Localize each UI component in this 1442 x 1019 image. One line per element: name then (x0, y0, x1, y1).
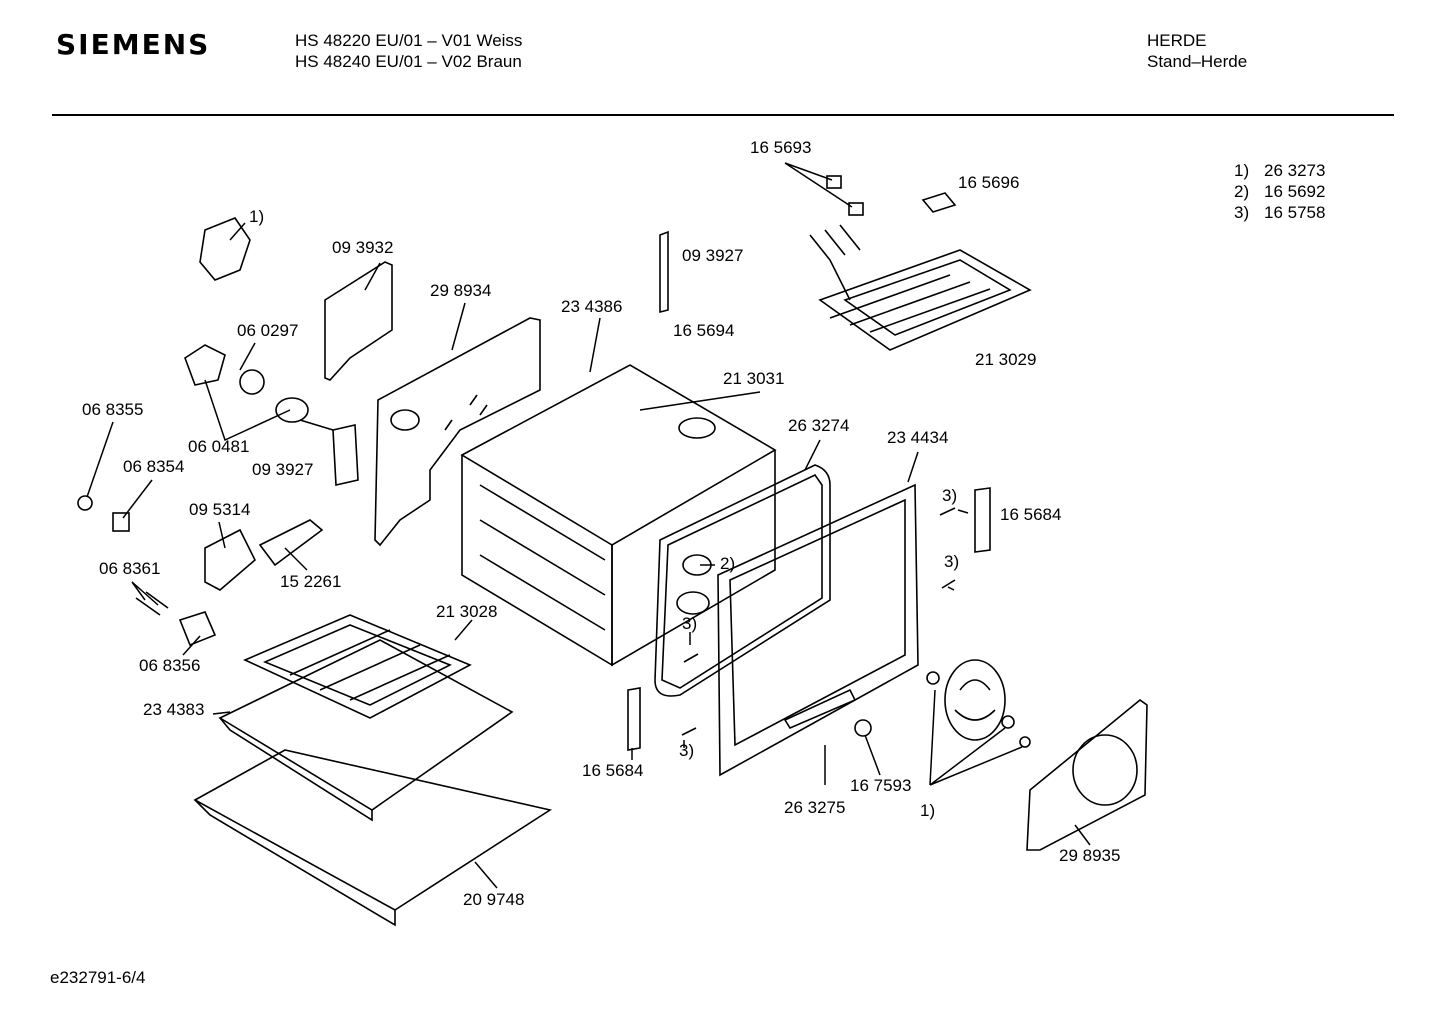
label-06-8354: 06 8354 (123, 457, 184, 476)
model-line-2: HS 48240 EU/01 – V02 Braun (295, 52, 522, 71)
label-06-0481: 06 0481 (188, 437, 249, 456)
leader-lines (86, 162, 1091, 889)
small-screws (77, 495, 1031, 748)
part-labels: 16 5693 16 5696 1) 09 3932 09 3927 29 89… (82, 138, 1120, 909)
label-ref-1-bottom: 1) (920, 801, 935, 820)
label-23-4386: 23 4386 (561, 297, 622, 316)
label-16-5694: 16 5694 (673, 321, 734, 340)
label-ref-3-a: 3) (942, 486, 957, 505)
label-ref-3-c: 3) (682, 614, 697, 633)
label-29-8935: 29 8935 (1059, 846, 1120, 865)
lower-heating-element (243, 614, 472, 719)
terminal-block (178, 519, 324, 647)
legend-key: 1) (1234, 161, 1250, 180)
model-line-1: HS 48220 EU/01 – V01 Weiss (295, 31, 523, 50)
category-title: HERDE (1147, 31, 1207, 50)
insulation-tray (218, 639, 514, 822)
brand-logo: SIEMENS (56, 28, 211, 61)
label-09-5314: 09 5314 (189, 500, 250, 519)
label-29-8934: 29 8934 (430, 281, 491, 300)
label-09-3927-top: 09 3927 (682, 246, 743, 265)
label-06-0297: 06 0297 (237, 321, 298, 340)
label-06-8356: 06 8356 (139, 656, 200, 675)
label-21-3028: 21 3028 (436, 602, 497, 621)
label-20-9748: 20 9748 (463, 890, 524, 909)
category-subtitle: Stand–Herde (1147, 52, 1248, 71)
header-divider (52, 114, 1394, 116)
legend-part: 16 5758 (1264, 203, 1326, 222)
back-panel (374, 317, 541, 547)
door-seal (654, 464, 831, 697)
drawing-id: e232791-6/4 (50, 968, 146, 987)
label-16-7593: 16 7593 (850, 776, 911, 795)
oven-cavity (460, 364, 777, 667)
legend-key: 3) (1234, 203, 1250, 222)
label-09-3932: 09 3932 (332, 238, 393, 257)
label-09-3927-mid: 09 3927 (252, 460, 313, 479)
label-ref-1-top: 1) (249, 207, 264, 226)
label-26-3274: 26 3274 (788, 416, 849, 435)
label-06-8361: 06 8361 (99, 559, 160, 578)
legend-part: 16 5692 (1264, 182, 1326, 201)
hinge-part (332, 230, 991, 751)
grill-element (809, 224, 1032, 351)
label-ref-3-b: 3) (944, 552, 959, 571)
label-16-5693: 16 5693 (750, 138, 811, 157)
legend-item-3: 3) 16 5758 (1234, 203, 1325, 223)
legend-key: 2) (1234, 182, 1250, 201)
label-26-3275: 26 3275 (784, 798, 845, 817)
lamp-holder (184, 217, 309, 423)
fan-cover (1026, 698, 1148, 851)
fan-wheel (944, 659, 1006, 741)
base-plate (193, 749, 553, 927)
label-21-3029: 21 3029 (975, 350, 1036, 369)
door-frame (717, 483, 919, 777)
label-06-8355: 06 8355 (82, 400, 143, 419)
legend-part: 26 3273 (1264, 161, 1326, 180)
label-23-4434: 23 4434 (887, 428, 948, 447)
legend-item-1: 1) 26 3273 (1234, 161, 1325, 181)
label-15-2261: 15 2261 (280, 572, 341, 591)
label-16-5696: 16 5696 (958, 173, 1019, 192)
label-21-3031: 21 3031 (723, 369, 784, 388)
label-ref-2: 2) (720, 554, 735, 573)
label-ref-3-d: 3) (679, 741, 694, 760)
cover-plate (324, 261, 393, 381)
bracket-clip (826, 175, 957, 216)
label-16-5684-bottom: 16 5684 (582, 761, 643, 780)
label-16-5684-right: 16 5684 (1000, 505, 1061, 524)
legend-item-2: 2) 16 5692 (1234, 182, 1325, 202)
label-23-4383: 23 4383 (143, 700, 204, 719)
